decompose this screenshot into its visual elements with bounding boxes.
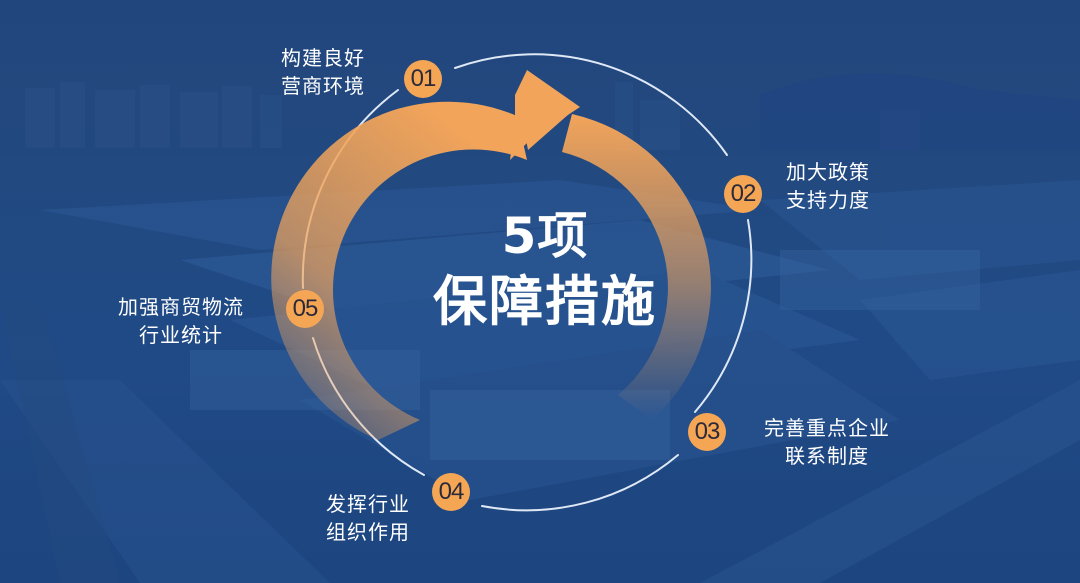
item-04-line1: 发挥行业 [326,492,410,516]
item-03-line1: 完善重点企业 [764,416,890,440]
item-01-label: 构建良好 营商环境 [281,44,365,100]
item-03-line2: 联系制度 [785,444,869,468]
item-01-line1: 构建良好 [281,46,365,70]
item-04-label: 发挥行业 组织作用 [326,490,410,546]
item-05-badge: 05 [286,290,324,328]
title-count: 5项 [501,207,589,265]
item-05-line2: 行业统计 [139,323,223,347]
item-04-badge: 04 [432,473,470,511]
item-01-badge: 01 [404,60,442,98]
item-02-badge: 02 [724,175,762,213]
item-04-line2: 组织作用 [326,520,410,544]
item-05-label: 加强商贸物流 行业统计 [106,293,256,349]
center-title: 5项 保障措施 [400,205,690,337]
item-02-line2: 支持力度 [786,188,870,212]
item-02-label: 加大政策 支持力度 [786,158,870,214]
curved-arrow-icon [271,101,527,440]
item-02-line1: 加大政策 [786,160,870,184]
title-text: 保障措施 [433,270,657,333]
item-03-label: 完善重点企业 联系制度 [752,414,902,470]
item-03-badge: 03 [688,413,726,451]
item-05-line1: 加强商贸物流 [118,295,244,319]
item-01-line2: 营商环境 [281,74,365,98]
